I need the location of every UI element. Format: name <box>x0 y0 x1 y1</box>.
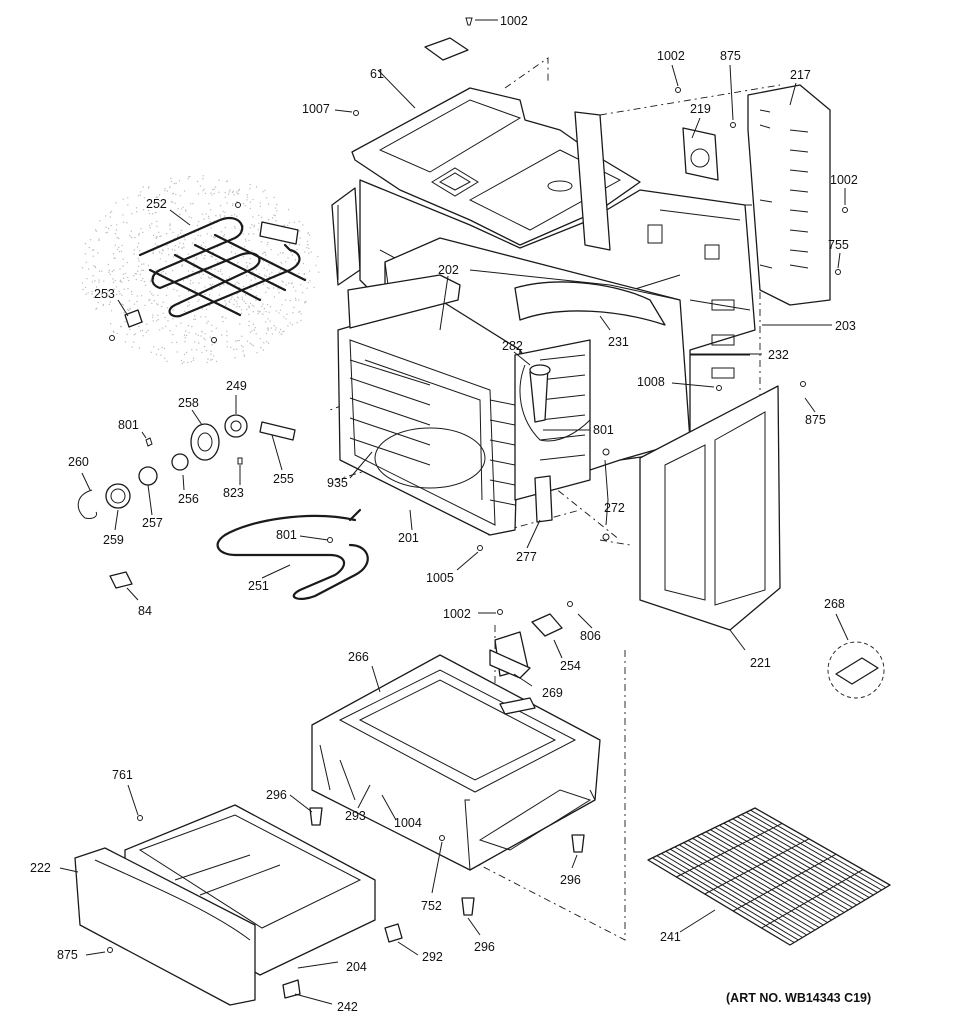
callout-84: 84 <box>138 604 152 618</box>
callout-253: 253 <box>94 287 115 301</box>
callout-219: 219 <box>690 102 711 116</box>
leveling-legs-296 <box>309 807 585 916</box>
callout-296-left: 296 <box>266 788 287 802</box>
drawer-housing-266 <box>311 654 601 871</box>
callout-258: 258 <box>178 396 199 410</box>
broil-element-252 <box>138 217 307 318</box>
top-panel-61 <box>351 87 641 246</box>
callout-935: 935 <box>327 476 348 490</box>
callout-1004: 1004 <box>394 816 422 830</box>
callout-221: 221 <box>750 656 771 670</box>
callout-257: 257 <box>142 516 163 530</box>
callout-252: 252 <box>146 197 167 211</box>
hinge-277 <box>534 475 553 523</box>
callout-254: 254 <box>560 659 581 673</box>
clips-292-242 <box>282 923 403 999</box>
screws <box>107 87 848 953</box>
leader-lines <box>59 19 849 1005</box>
callout-242: 242 <box>337 1000 358 1014</box>
bake-element-251 <box>216 508 369 600</box>
callout-1002-drawer: 1002 <box>443 607 471 621</box>
sensor-282 <box>519 364 591 442</box>
callout-259: 259 <box>103 533 124 547</box>
callout-201: 201 <box>398 531 419 545</box>
callout-251: 251 <box>248 579 269 593</box>
callout-801-bake: 801 <box>276 528 297 542</box>
back-vent-219 <box>682 127 719 181</box>
callout-268: 268 <box>824 597 845 611</box>
callout-241: 241 <box>660 930 681 944</box>
callout-1002-right: 1002 <box>830 173 858 187</box>
knob-assembly <box>77 414 296 589</box>
callout-labels: 1002 61 1007 1002 875 217 219 1002 755 2… <box>30 14 858 1014</box>
oven-frame-201 <box>337 274 521 536</box>
callout-203: 203 <box>835 319 856 333</box>
callout-296-bottom: 296 <box>474 940 495 954</box>
callout-293: 293 <box>345 809 366 823</box>
art-number: (ART NO. WB14343 C19) <box>726 991 871 1005</box>
callout-761: 761 <box>112 768 133 782</box>
callout-260: 260 <box>68 455 89 469</box>
callout-232: 232 <box>768 348 789 362</box>
callout-801-sensor: 801 <box>593 423 614 437</box>
callout-266: 266 <box>348 650 369 664</box>
oven-rack-241 <box>647 807 891 946</box>
callout-1007: 1007 <box>302 102 330 116</box>
callout-249: 249 <box>226 379 247 393</box>
bracket-253 <box>124 309 143 328</box>
callout-231: 231 <box>608 335 629 349</box>
callout-202: 202 <box>438 263 459 277</box>
callout-277: 277 <box>516 550 537 564</box>
side-panel-221 <box>639 385 781 631</box>
callout-875-side: 875 <box>805 413 826 427</box>
callout-806: 806 <box>580 629 601 643</box>
bracket-254 <box>531 613 563 637</box>
callout-823: 823 <box>223 486 244 500</box>
callout-204: 204 <box>346 960 367 974</box>
callout-875-top: 875 <box>720 49 741 63</box>
callout-272: 272 <box>604 501 625 515</box>
callout-217: 217 <box>790 68 811 82</box>
callout-1002-top: 1002 <box>500 14 528 28</box>
top-cover-plate <box>424 17 473 61</box>
callout-755: 755 <box>828 238 849 252</box>
callout-1005: 1005 <box>426 571 454 585</box>
callout-296-right: 296 <box>560 873 581 887</box>
insulation-231 <box>514 281 666 326</box>
callout-292: 292 <box>422 950 443 964</box>
callout-1008: 1008 <box>637 375 665 389</box>
bracket-269 <box>489 631 531 679</box>
callout-269: 269 <box>542 686 563 700</box>
detail-inset-268 <box>827 641 885 699</box>
callout-222: 222 <box>30 861 51 875</box>
callout-875-drawer: 875 <box>57 948 78 962</box>
back-panel-217 <box>747 84 831 306</box>
callout-1002-back: 1002 <box>657 49 685 63</box>
callout-282: 282 <box>502 339 523 353</box>
callout-61: 61 <box>370 67 384 81</box>
callout-256: 256 <box>178 492 199 506</box>
callout-255: 255 <box>273 472 294 486</box>
drawer-front-222 <box>74 847 256 1006</box>
callout-801-knob: 801 <box>118 418 139 432</box>
callout-752: 752 <box>421 899 442 913</box>
